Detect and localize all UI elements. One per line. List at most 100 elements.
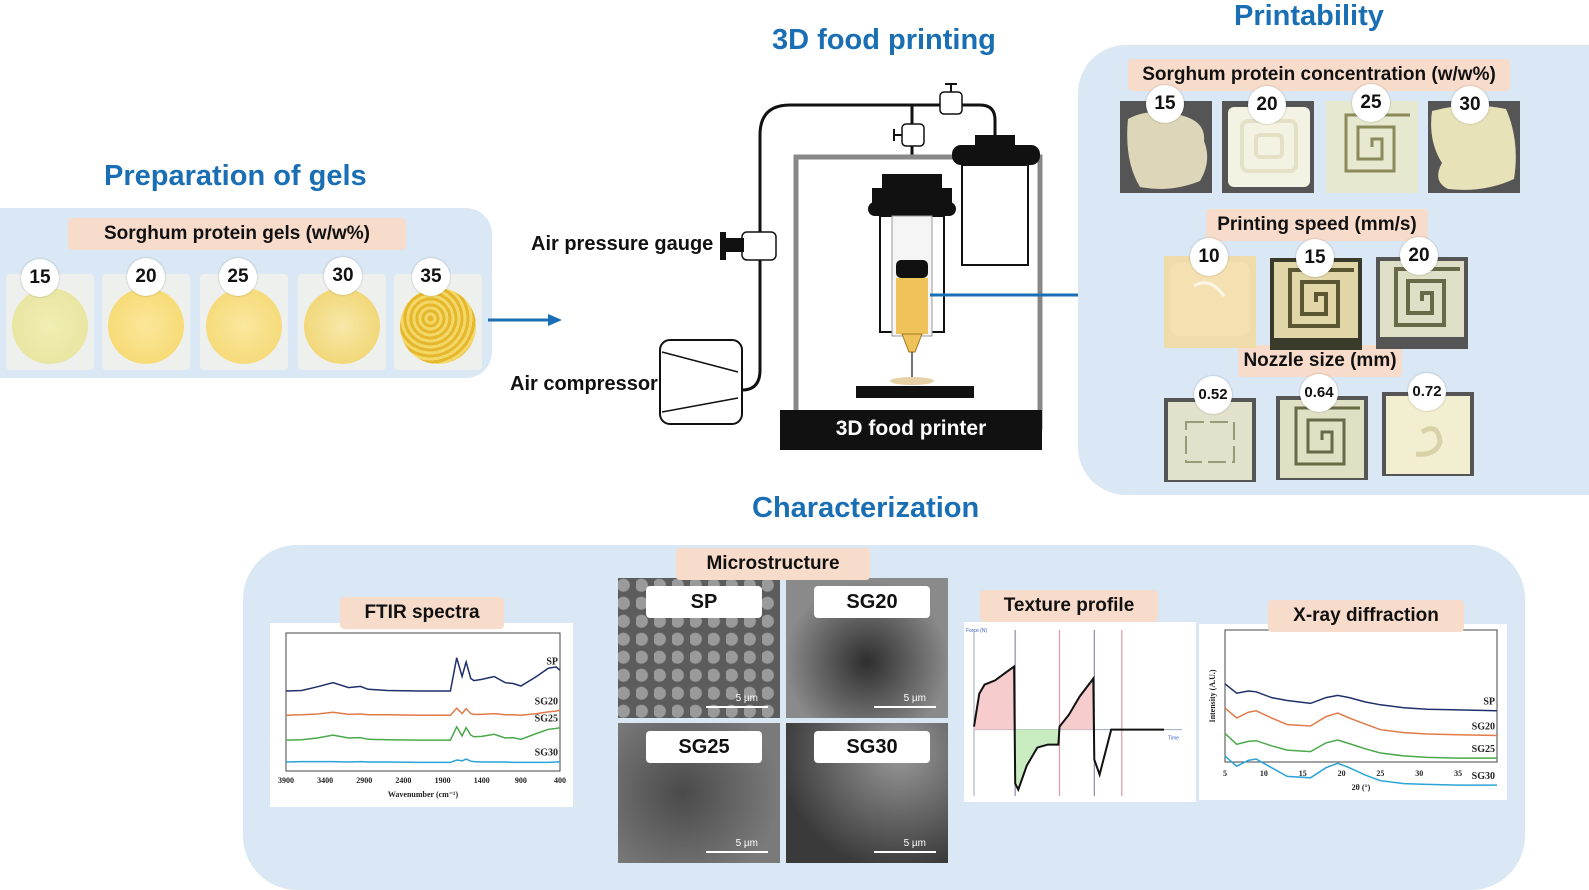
gel-image — [304, 288, 380, 364]
y-axis-label: Intensity (A.U.) — [1208, 669, 1217, 722]
air-hose — [741, 103, 997, 392]
printability-title: Printability — [1234, 0, 1384, 32]
x-tick-label: 2900 — [356, 776, 372, 785]
series-line-sp — [1224, 683, 1498, 712]
scale-text: 5 µm — [735, 693, 758, 704]
x-axis-label: 2θ (°) — [1352, 783, 1371, 792]
texture-plot-box: Force (N)Time — [964, 622, 1196, 802]
preparation-panel: Sorghum protein gels (w/w%) 15 20 25 30 … — [0, 208, 492, 378]
x-tick-label: 900 — [515, 776, 527, 785]
area-first-compression — [974, 666, 1015, 730]
syringe-icon — [868, 174, 956, 380]
x-tick-label: 1900 — [435, 776, 451, 785]
valve-icon — [939, 83, 963, 115]
x-tick-label: 400 — [554, 776, 566, 785]
speed-pill: Printing speed (mm/s) — [1206, 209, 1428, 241]
x-tick-label: 1400 — [474, 776, 490, 785]
sample-badge: 15 — [1296, 239, 1334, 277]
sample-badge: 15 — [21, 259, 59, 297]
sample-badge: 0.52 — [1194, 376, 1232, 414]
xrd-pill: X-ray diffraction — [1268, 600, 1464, 632]
series-label-sp: SP — [546, 656, 558, 667]
sample-badge: 30 — [1451, 86, 1489, 124]
series-label-sg30: SG30 — [535, 748, 558, 759]
microstructure-pill: Microstructure — [676, 548, 870, 580]
preparation-pill: Sorghum protein gels (w/w%) — [68, 218, 406, 250]
sample-badge: 10 — [1190, 238, 1228, 276]
print-sample-concentration-15 — [1120, 101, 1212, 193]
sample-badge: 15 — [1146, 85, 1184, 123]
gel-image — [12, 288, 88, 364]
x-tick-label: 20 — [1338, 769, 1346, 778]
nozzle-pill: Nozzle size (mm) — [1238, 345, 1402, 377]
series-line-sg30 — [1224, 755, 1497, 786]
series-line-sg25 — [1224, 732, 1497, 759]
x-axis-label: Wavenumber (cm⁻¹) — [388, 790, 459, 799]
scale-bar — [874, 706, 936, 708]
plot-frame — [285, 632, 561, 772]
series-label-sg20: SG20 — [535, 696, 558, 707]
force-curve — [973, 664, 1164, 793]
scale-text: 5 µm — [735, 838, 758, 849]
sample-badge: 25 — [1352, 84, 1390, 122]
sample-badge: 30 — [324, 257, 362, 295]
pressure-gauge-label: Air pressure gauge — [531, 233, 714, 255]
sample-badge: 25 — [219, 258, 257, 296]
print-sample-nozzle-072 — [1382, 392, 1474, 476]
preparation-title: Preparation of gels — [104, 160, 367, 192]
series-line-sp — [285, 657, 561, 692]
x-tick-label: 3900 — [278, 776, 294, 785]
series-label-sp: SP — [1483, 697, 1495, 708]
sem-label: SG30 — [814, 731, 930, 763]
printing-title: 3D food printing — [772, 24, 996, 56]
print-sample-nozzle-064 — [1276, 396, 1368, 480]
x-tick-label: 2400 — [395, 776, 411, 785]
sem-label: SP — [646, 586, 762, 618]
gel-dish-30 — [298, 274, 386, 370]
sample-badge: 20 — [1248, 86, 1286, 124]
series-line-sg20 — [285, 707, 561, 716]
printer-diagram — [659, 83, 1043, 450]
arrow-right-icon — [488, 314, 562, 326]
scale-bar — [874, 851, 936, 853]
series-line-sg30 — [285, 758, 561, 764]
print-bed — [856, 386, 974, 398]
texture-chart: Force (N)Time — [966, 628, 1182, 796]
pressure-gauge-icon — [720, 231, 777, 261]
series-label-sg20: SG20 — [1472, 721, 1495, 732]
x-tick-label: 30 — [1415, 769, 1423, 778]
series-label-sg25: SG25 — [1472, 744, 1495, 755]
sem-image-sp: SP 5 µm — [618, 578, 780, 718]
series-line-sg20 — [1224, 707, 1498, 737]
scale-text: 5 µm — [903, 838, 926, 849]
reservoir-icon — [952, 135, 1040, 266]
x-axis-label: Time — [1168, 736, 1179, 742]
series-line-sg25 — [285, 725, 561, 741]
printer-label: 3D food printer — [835, 417, 987, 440]
x-tick-label: 10 — [1260, 769, 1268, 778]
print-sample-concentration-20 — [1222, 101, 1314, 193]
sample-badge: 35 — [412, 258, 450, 296]
series-label-sg25: SG25 — [535, 714, 558, 725]
sem-image-sg30: SG30 5 µm — [786, 723, 948, 863]
sample-badge: 0.72 — [1408, 373, 1446, 411]
sem-label: SG20 — [814, 586, 930, 618]
gel-dish-20 — [102, 274, 190, 370]
printer-base — [780, 410, 1042, 450]
compressor-label: Air compressor — [510, 373, 658, 395]
characterization-title: Characterization — [752, 492, 980, 524]
gel-image — [108, 288, 184, 364]
air-compressor-icon — [659, 339, 743, 425]
sample-badge: 0.64 — [1300, 374, 1338, 412]
sample-badge: 20 — [127, 258, 165, 296]
sem-image-sg25: SG25 5 µm — [618, 723, 780, 863]
gel-image — [400, 288, 476, 364]
sem-image-sg20: SG20 5 µm — [786, 578, 948, 718]
x-tick-label: 5 — [1223, 769, 1227, 778]
sample-badge: 20 — [1400, 237, 1438, 275]
printed-sample — [890, 377, 934, 385]
scale-text: 5 µm — [903, 693, 926, 704]
